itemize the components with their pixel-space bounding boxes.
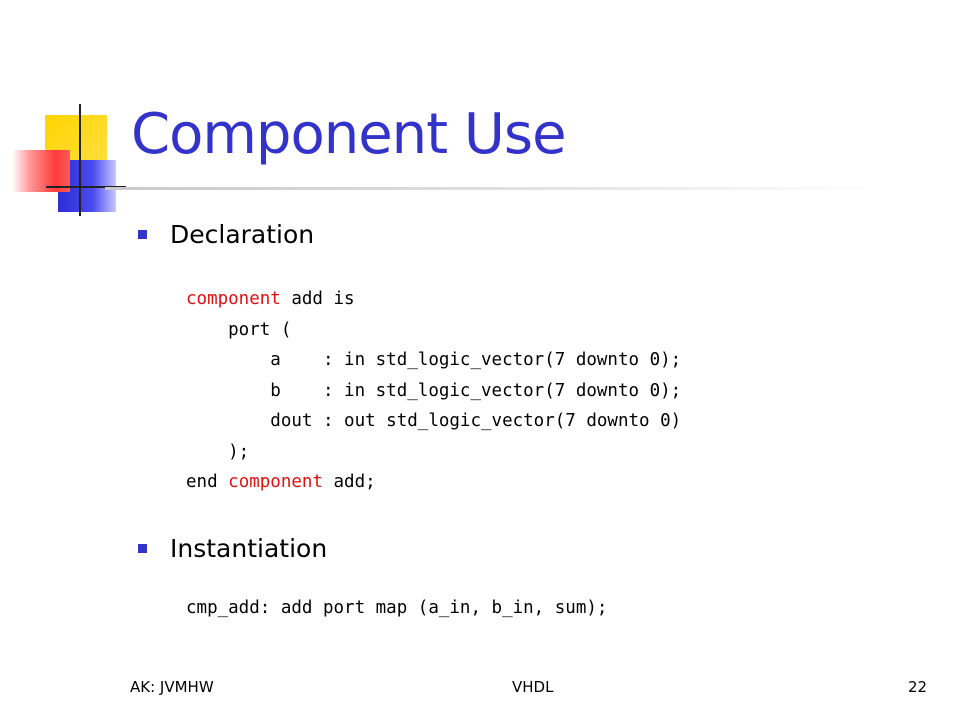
decoration-horizontal-line [46,186,126,188]
page-number: 22 [908,678,928,696]
decoration-red-bar [12,150,70,192]
code-line: port ( [186,315,681,346]
bullet-square-icon [138,544,147,553]
bullet-label: Instantiation [170,534,328,563]
footer-left: AK: JVMHW [130,678,214,696]
code-text: end [186,472,229,492]
footer-center: VHDL [512,678,554,696]
code-text: add; [322,472,376,492]
code-keyword: component [186,289,281,309]
declaration-code-block: component add is port ( a : in std_logic… [186,284,681,498]
code-text: a : in std_logic_vector(7 downto 0); [186,350,682,370]
code-line: b : in std_logic_vector(7 downto 0); [186,376,681,407]
code-text: port ( [186,319,292,340]
code-line: component add is [186,284,681,315]
code-line: dout : out std_logic_vector(7 downto 0) [186,406,681,437]
code-line: end component add; [186,467,681,498]
code-line: a : in std_logic_vector(7 downto 0); [186,345,681,376]
code-text: add is [280,289,355,309]
code-keyword: component [228,472,323,492]
decoration-vertical-line [79,104,81,216]
slide-title: Component Use [131,102,567,167]
code-text: dout : out std_logic_vector(7 downto 0) [186,411,682,431]
bullet-square-icon [138,230,147,239]
title-underline [105,187,875,190]
code-line: ); [186,437,681,468]
bullet-label: Declaration [170,220,315,249]
instantiation-code: cmp_add: add port map (a_in, b_in, sum); [186,598,608,618]
code-text: ); [186,441,250,462]
bullet-declaration: Declaration [138,220,314,249]
code-text: b : in std_logic_vector(7 downto 0); [186,380,682,401]
bullet-instantiation: Instantiation [138,534,327,563]
